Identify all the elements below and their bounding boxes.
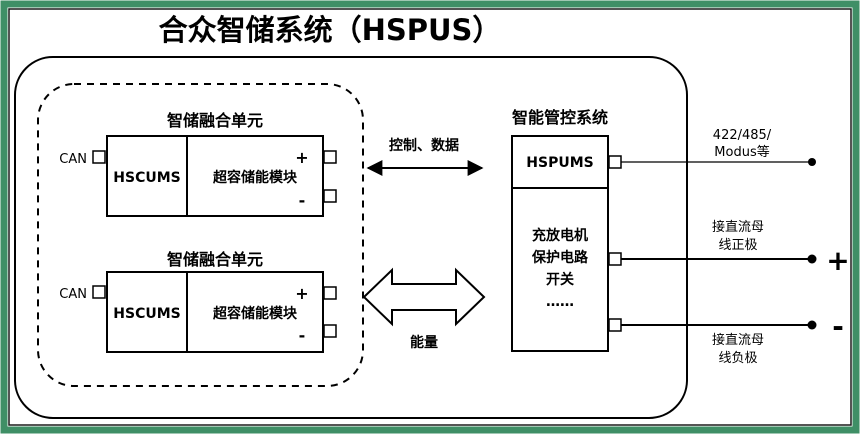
- positive-bus-sign: +: [826, 244, 849, 277]
- energy-label: 能量: [410, 334, 438, 351]
- controller-label: HSCUMS: [113, 170, 180, 186]
- can-label: CAN: [59, 287, 87, 302]
- comm-label-line: Modus等: [714, 144, 769, 160]
- negative-port: [608, 318, 622, 332]
- switch-line: 保护电路: [531, 249, 589, 266]
- negative-bus-sign: -: [832, 310, 844, 343]
- can-port: [92, 150, 106, 164]
- storage-unit: 智储融合单元 HSCUMS 超容储能模块 CAN + -: [59, 111, 337, 217]
- comm-port: [608, 155, 622, 169]
- system-boundary: [14, 56, 688, 419]
- unit-group-boundary: [37, 83, 364, 387]
- switch-line: 充放电机: [532, 227, 588, 244]
- module-label: 超容储能模块: [212, 305, 298, 322]
- controller-label: HSCUMS: [113, 306, 180, 322]
- minus-port: [323, 324, 337, 338]
- system-title: 合众智储系统（HSPUS）: [159, 13, 502, 47]
- comm-label-line: 422/485/: [713, 128, 772, 143]
- unit-box: [106, 135, 324, 217]
- hspums-label: HSPUMS: [526, 155, 593, 171]
- plus-terminal-label: +: [295, 148, 308, 167]
- control-data-label: 控制、数据: [389, 137, 459, 154]
- can-label: CAN: [59, 152, 87, 167]
- positive-label-line: 线正极: [718, 238, 757, 253]
- positive-wire-end: [807, 254, 817, 264]
- negative-label-line: 线负极: [718, 351, 757, 366]
- minus-port: [323, 189, 337, 203]
- positive-port: [608, 252, 622, 266]
- inner-frame: [8, 8, 852, 426]
- minus-terminal-label: -: [299, 326, 306, 345]
- management-heading: 智能管控系统: [512, 108, 608, 127]
- negative-label-line: 接直流母: [712, 332, 764, 348]
- comm-wire-end: [808, 158, 816, 166]
- can-port: [92, 285, 106, 299]
- positive-label-line: 接直流母: [712, 219, 764, 235]
- plus-port: [323, 150, 337, 164]
- plus-terminal-label: +: [295, 284, 308, 303]
- energy-arrow: [362, 267, 486, 327]
- unit-heading: 智储融合单元: [167, 250, 263, 269]
- storage-unit: 智储融合单元 HSCUMS 超容储能模块 CAN + -: [59, 250, 337, 353]
- switch-line: 开关: [546, 271, 574, 288]
- unit-heading: 智储融合单元: [167, 111, 263, 130]
- module-label: 超容储能模块: [212, 169, 298, 186]
- plus-port: [323, 286, 337, 300]
- negative-wire-end: [807, 320, 817, 330]
- unit-box: [106, 271, 324, 353]
- switch-line: ……: [546, 294, 574, 310]
- management-box: [511, 135, 609, 352]
- minus-terminal-label: -: [299, 191, 306, 210]
